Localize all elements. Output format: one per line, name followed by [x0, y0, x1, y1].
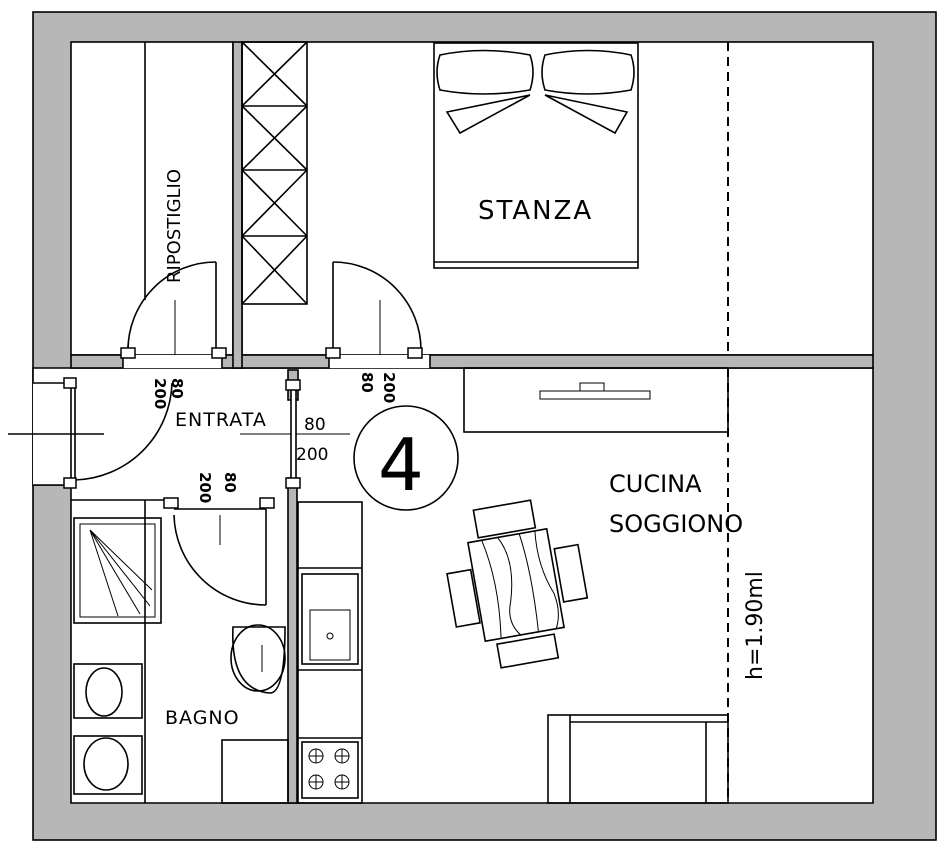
stanza-door-width: 80	[358, 372, 376, 393]
ripostiglio-door-height: 200	[151, 378, 169, 409]
bagno-door-width: 80	[221, 472, 239, 493]
cucina-label-line2: SOGGIONO	[609, 510, 743, 538]
stanza-door: 80 200	[325, 261, 423, 403]
entrance-door	[8, 377, 173, 489]
wardrobe	[241, 41, 308, 305]
bagno-room: BAGNO 80 200	[71, 472, 289, 804]
entrata-door-height: 200	[296, 445, 328, 465]
wall-cabinet	[463, 367, 729, 433]
bagno-label: BAGNO	[165, 707, 240, 729]
height-note: h=1.90ml	[743, 571, 768, 680]
ripostiglio-label: RIPOSTIGLIO	[164, 169, 185, 283]
walls	[32, 11, 937, 841]
double-bed: STANZA	[433, 42, 639, 269]
cucina-label-line1: CUCINA	[609, 470, 702, 498]
bagno-door-height: 200	[196, 472, 214, 503]
stanza-label: STANZA	[478, 196, 593, 226]
sliding-door	[285, 379, 301, 489]
dining-table	[446, 499, 589, 669]
unit-number-marker: 4	[353, 405, 459, 511]
stanza-door-height: 200	[380, 372, 398, 403]
sofa	[547, 714, 729, 804]
kitchen-counter	[297, 501, 363, 804]
unit-number: 4	[378, 423, 424, 507]
entrata-label: ENTRATA	[175, 409, 267, 431]
entrata-door-width: 80	[304, 415, 326, 435]
